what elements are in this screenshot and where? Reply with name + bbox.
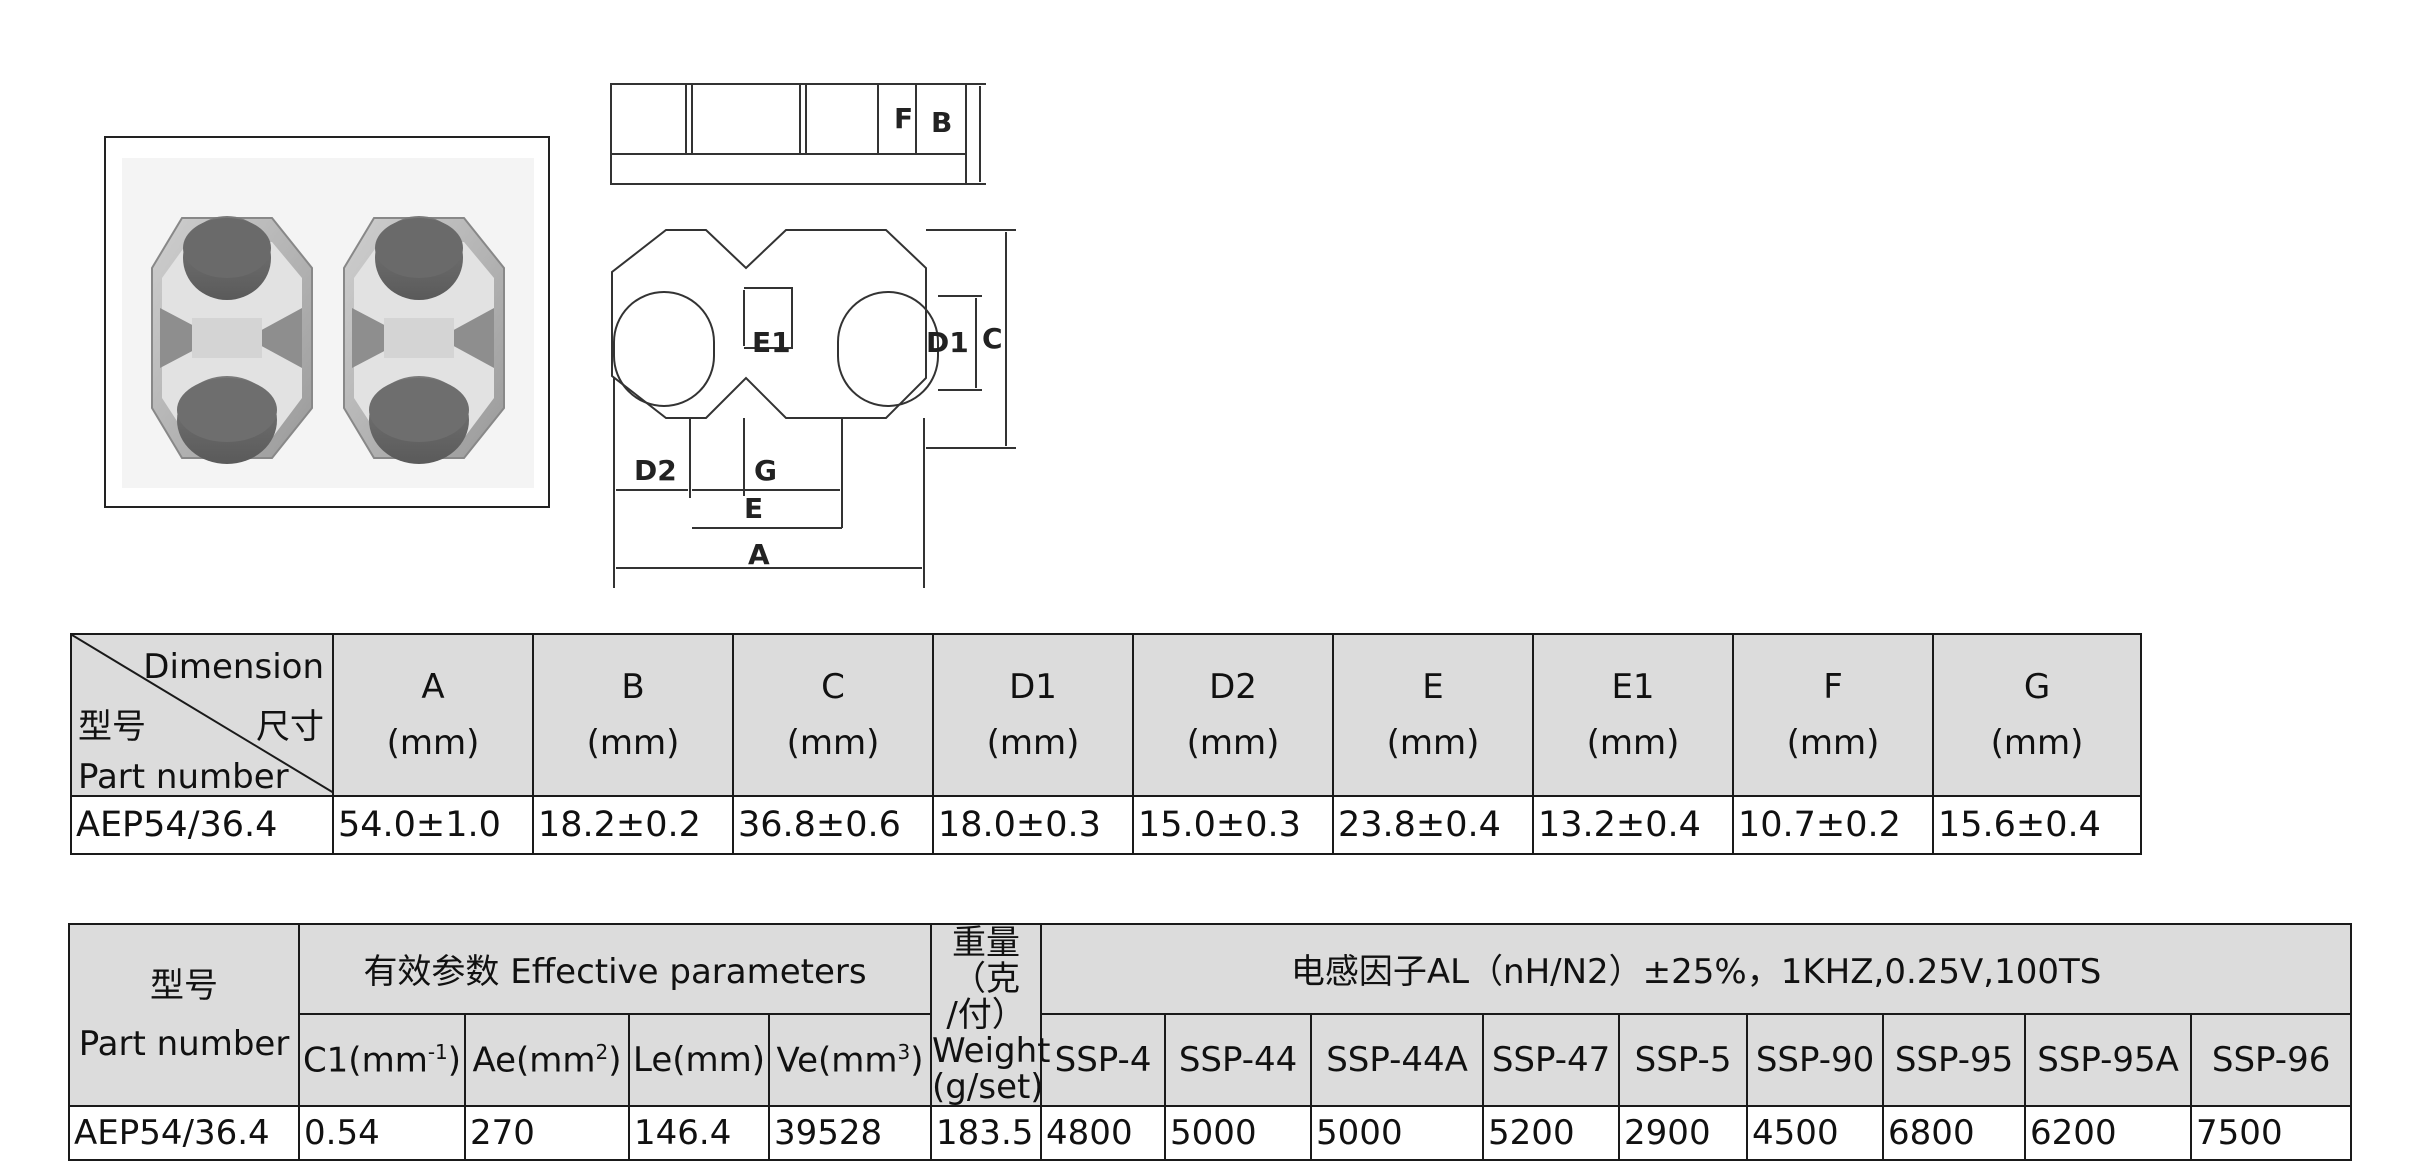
dim-value-d1: 18.0±0.3 bbox=[932, 795, 1134, 855]
material-ssp-95a: SSP-95A bbox=[2024, 1012, 2193, 1108]
dim-header-d1: D1(mm) bbox=[932, 633, 1134, 797]
dim-header-f: F(mm) bbox=[1732, 633, 1934, 797]
al-ssp-4: 4800 bbox=[1040, 1105, 1167, 1161]
label-a: A bbox=[748, 538, 770, 571]
al-header: 电感因子AL（nH/N2）±25%，1KHZ,0.25V,100TS bbox=[1040, 923, 2353, 1015]
al-ssp-95a: 6200 bbox=[2024, 1105, 2193, 1161]
dim-header-a: A(mm) bbox=[332, 633, 534, 797]
dim-header-e1: E1(mm) bbox=[1532, 633, 1734, 797]
value-ae: 270 bbox=[464, 1105, 630, 1161]
label-b: B bbox=[931, 106, 952, 139]
corner-dimension-label: Dimension bbox=[143, 647, 324, 687]
dim-part-number: AEP54/36.4 bbox=[70, 795, 334, 855]
diagonal-line bbox=[72, 635, 334, 794]
dim-value-a: 54.0±1.0 bbox=[332, 795, 534, 855]
material-ssp-44a: SSP-44A bbox=[1310, 1012, 1485, 1108]
value-weight: 183.5 bbox=[930, 1105, 1043, 1161]
value-c1: 0.54 bbox=[298, 1105, 466, 1161]
material-ssp-4: SSP-4 bbox=[1040, 1012, 1167, 1108]
product-photo bbox=[122, 158, 534, 488]
label-c: C bbox=[982, 322, 1003, 355]
corner-model-label: 型号 bbox=[78, 707, 146, 747]
corner-size-label: 尺寸 bbox=[256, 707, 324, 747]
label-d2: D2 bbox=[634, 454, 677, 487]
table-row: AEP54/36.4 54.0±1.0 18.2±0.2 36.8±0.6 18… bbox=[70, 795, 2142, 855]
param-header-c1: C1(mm-1) bbox=[298, 1012, 466, 1108]
al-ssp-5: 2900 bbox=[1618, 1105, 1749, 1161]
label-d1: D1 bbox=[926, 326, 969, 359]
al-ssp-44a: 5000 bbox=[1310, 1105, 1485, 1161]
dim-value-d2: 15.0±0.3 bbox=[1132, 795, 1334, 855]
material-ssp-96: SSP-96 bbox=[2190, 1012, 2353, 1108]
table-row: AEP54/36.4 0.54 270 146.4 39528 183.5 48… bbox=[68, 1105, 2353, 1161]
material-ssp-90: SSP-90 bbox=[1746, 1012, 1885, 1108]
label-e1: E1 bbox=[752, 326, 791, 359]
dim-value-c: 36.8±0.6 bbox=[732, 795, 934, 855]
parameter-table: 型号 Part number 有效参数 Effective parameters… bbox=[68, 923, 2353, 1161]
dimension-table: Dimension 型号 尺寸 Part number A(mm) B(mm) … bbox=[70, 633, 2142, 855]
param-part-number: AEP54/36.4 bbox=[68, 1105, 300, 1161]
top-view-drawing: E1 D1 C D2 G E A bbox=[611, 229, 1016, 588]
value-ve: 39528 bbox=[767, 1105, 933, 1161]
al-ssp-44: 5000 bbox=[1164, 1105, 1313, 1161]
dim-value-b: 18.2±0.2 bbox=[532, 795, 734, 855]
dim-value-e1: 13.2±0.4 bbox=[1532, 795, 1734, 855]
material-ssp-47: SSP-47 bbox=[1482, 1012, 1621, 1108]
weight-header: 重量（克 /付） Weight (g/set) bbox=[930, 923, 1051, 1107]
dim-value-g: 15.6±0.4 bbox=[1932, 795, 2142, 855]
al-ssp-90: 4500 bbox=[1746, 1105, 1885, 1161]
param-header-le: Le(mm) bbox=[628, 1012, 770, 1108]
dim-value-e: 23.8±0.4 bbox=[1332, 795, 1534, 855]
material-ssp-5: SSP-5 bbox=[1618, 1012, 1749, 1108]
side-view-drawing: F B bbox=[610, 83, 986, 185]
label-g: G bbox=[754, 454, 777, 487]
dim-header-c: C(mm) bbox=[732, 633, 934, 797]
product-photo-frame bbox=[104, 136, 550, 508]
param-header-ae: Ae(mm2) bbox=[464, 1012, 630, 1108]
material-ssp-95: SSP-95 bbox=[1882, 1012, 2027, 1108]
effective-parameters-header: 有效参数 Effective parameters bbox=[297, 923, 933, 1015]
param-part-header: 型号 Part number bbox=[68, 923, 300, 1107]
dim-header-e: E(mm) bbox=[1332, 633, 1534, 797]
al-ssp-96: 7500 bbox=[2190, 1105, 2353, 1161]
dim-value-f: 10.7±0.2 bbox=[1732, 795, 1934, 855]
dim-header-b: B(mm) bbox=[532, 633, 734, 797]
al-ssp-47: 5200 bbox=[1482, 1105, 1621, 1161]
value-le: 146.4 bbox=[628, 1105, 770, 1161]
al-ssp-95: 6800 bbox=[1882, 1105, 2027, 1161]
param-header-ve: Ve(mm3) bbox=[767, 1012, 933, 1108]
label-f: F bbox=[894, 102, 913, 135]
label-e: E bbox=[744, 492, 763, 525]
dimension-corner-cell: Dimension 型号 尺寸 Part number bbox=[70, 633, 334, 797]
dim-header-g: G(mm) bbox=[1932, 633, 2142, 797]
material-ssp-44: SSP-44 bbox=[1164, 1012, 1313, 1108]
corner-part-number-label: Part number bbox=[78, 757, 289, 797]
dim-header-d2: D2(mm) bbox=[1132, 633, 1334, 797]
